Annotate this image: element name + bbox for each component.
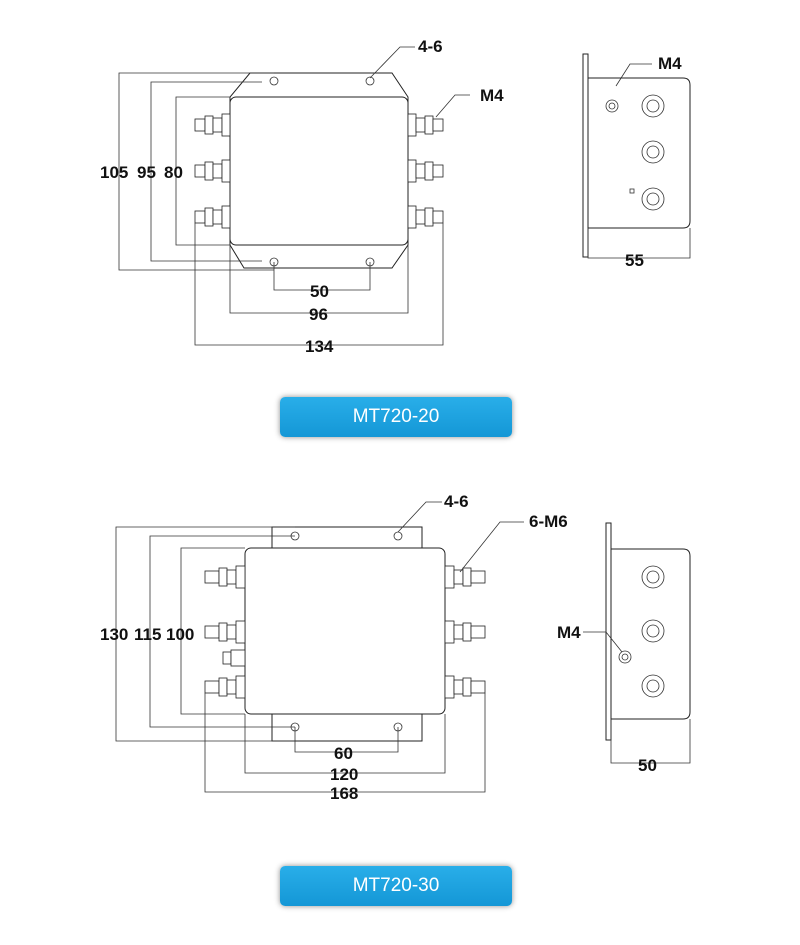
label-screw: 6-M6 <box>529 512 568 531</box>
model-badge-mt720-30: MT720-30 <box>280 866 512 906</box>
label-side-screw: M4 <box>557 623 581 642</box>
dim-line-w-holes <box>294 727 399 753</box>
dim-h3: 100 <box>166 625 194 644</box>
drawing-mt720-20: 105 95 80 50 96 134 4-6 M4 M4 55 <box>100 37 691 356</box>
dim-line-w-total <box>194 223 444 346</box>
left-terminals <box>204 565 246 699</box>
side-body <box>588 77 691 229</box>
dim-w-body: 96 <box>309 305 328 324</box>
model-badge-mt720-20: MT720-20 <box>280 397 512 437</box>
dim-line-w-body <box>229 245 409 314</box>
side-flange <box>582 53 589 258</box>
dim-line-side-depth <box>587 228 691 259</box>
side-view-mt720-30: M4 50 <box>557 522 691 775</box>
mount-hole <box>269 76 279 86</box>
dim-h1: 105 <box>100 163 128 182</box>
side-body <box>611 548 691 720</box>
dim-side-depth: 55 <box>625 251 644 270</box>
dim-h2: 95 <box>137 163 156 182</box>
label-holes: 4-6 <box>444 492 469 511</box>
dim-w-holes: 50 <box>310 282 329 301</box>
dim-w-holes: 60 <box>334 744 353 763</box>
dim-line-h1 <box>115 526 295 742</box>
right-terminals <box>444 565 486 699</box>
mount-hole <box>393 531 403 541</box>
dim-line-h2 <box>150 81 262 262</box>
dim-h1: 130 <box>100 625 128 644</box>
dim-line-w-total <box>204 693 486 793</box>
right-terminals <box>407 113 444 229</box>
dim-line-h1 <box>118 72 274 271</box>
dim-line-h3 <box>180 547 245 715</box>
dim-w-total: 134 <box>305 337 334 356</box>
mount-hole <box>365 76 375 86</box>
leader-screw <box>459 521 524 573</box>
dim-line-side-depth <box>610 719 691 764</box>
dim-side-depth: 50 <box>638 756 657 775</box>
label-screw: M4 <box>480 86 504 105</box>
dim-h3: 80 <box>164 163 183 182</box>
leader-holes <box>397 501 442 533</box>
dim-w-body: 120 <box>330 765 358 784</box>
leader-side-screw <box>583 631 623 653</box>
side-view-mt720-20: M4 55 <box>582 53 691 270</box>
leader-holes <box>369 46 415 79</box>
drawing-mt720-30: 130 115 100 60 120 168 4-6 6-M6 M4 50 <box>100 492 691 803</box>
leader-side-screw <box>615 63 652 87</box>
dim-line-w-body <box>244 714 446 774</box>
dim-h2: 115 <box>134 625 161 644</box>
filter-body <box>229 96 409 246</box>
leader-screw <box>435 94 470 118</box>
side-flange <box>605 522 612 741</box>
label-holes: 4-6 <box>418 37 443 56</box>
dim-w-total: 168 <box>330 784 358 803</box>
dim-line-w-holes <box>273 262 371 291</box>
left-terminals <box>194 113 231 229</box>
dim-line-h3 <box>175 96 230 246</box>
dim-line-h2 <box>149 535 295 728</box>
filter-body <box>244 547 446 715</box>
label-side-screw: M4 <box>658 54 682 73</box>
